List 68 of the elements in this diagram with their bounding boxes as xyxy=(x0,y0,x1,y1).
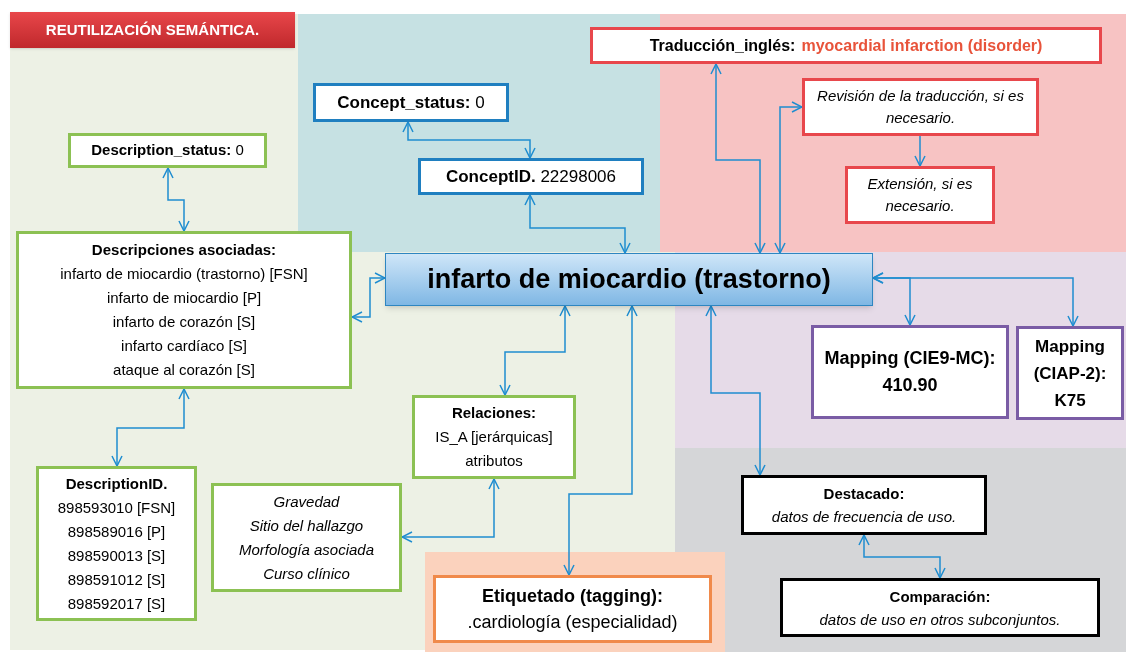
connector-arrow xyxy=(351,272,386,323)
text-box xyxy=(418,158,644,195)
connector-arrow xyxy=(705,305,766,476)
connector-arrow xyxy=(914,135,926,167)
box-text: Concept_status: 0 xyxy=(337,91,485,114)
connector-arrow xyxy=(774,101,803,254)
box-text: Etiquetado (tagging): xyxy=(482,585,663,608)
box-text: ataque al corazón [S] xyxy=(113,360,255,380)
box-text: Gravedad xyxy=(273,491,340,512)
connector-arrow xyxy=(858,534,946,579)
box-text: myocardial infarction (disorder) xyxy=(801,35,1043,56)
text-box xyxy=(433,575,712,643)
box-text: infarto cardíaco [S] xyxy=(121,336,247,356)
box-text: Curso clínico xyxy=(263,563,350,584)
connector-arrow xyxy=(710,63,766,254)
box-text: atributos xyxy=(465,451,523,471)
connector-arrow xyxy=(162,167,190,232)
connector-arrow xyxy=(524,194,631,254)
box-text: infarto de miocardio [P] xyxy=(106,288,262,308)
box-text: Morfología asociada xyxy=(238,539,375,560)
box-text: 898589016 [P] xyxy=(67,521,166,542)
box-text: Destacado: xyxy=(823,484,905,504)
box-text: .cardiología (especialidad) xyxy=(467,611,678,634)
box-text: 898591012 [S] xyxy=(67,569,166,590)
box-text: Comparación: xyxy=(889,586,991,607)
box-text: K75 xyxy=(1054,389,1086,412)
box-text: 898590013 [S] xyxy=(67,545,166,566)
box-text: IS_A [jerárquicas] xyxy=(435,427,553,447)
box-text: Mapping (CIAP-2): xyxy=(1032,335,1108,385)
text-box xyxy=(1016,326,1124,420)
box-text: infarto de miocardio (trastorno) xyxy=(427,263,831,297)
box-text: 898593010 [FSN] xyxy=(57,497,176,518)
connector-arrow xyxy=(499,305,571,396)
box-text: DescriptionID. xyxy=(65,473,168,494)
box-text: 898592017 [S] xyxy=(67,593,166,614)
box-text: infarto de miocardio (trastorno) [FSN] xyxy=(60,264,308,284)
box-text: infarto de corazón [S] xyxy=(112,312,256,332)
box-text: Descripciones asociadas: xyxy=(91,240,277,260)
box-text: datos de uso en otros subconjuntos. xyxy=(819,609,1061,630)
text-box xyxy=(385,253,873,306)
connector-arrow xyxy=(872,272,1079,327)
box-text: ConceptID. 22298006 xyxy=(445,165,617,188)
text-box xyxy=(780,578,1100,637)
box-text: Sitio del hallazgo xyxy=(249,515,364,536)
text-box xyxy=(845,166,995,224)
text-box xyxy=(68,133,267,168)
text-box xyxy=(16,231,352,389)
text-box xyxy=(211,483,402,592)
box-text: Extensión, si es necesario. xyxy=(866,173,974,216)
box-text: datos de frecuencia de uso. xyxy=(771,507,957,527)
box-text: Relaciones: xyxy=(451,403,537,423)
text-box xyxy=(811,325,1009,419)
text-box xyxy=(36,466,197,621)
box-text: Description_status: 0 xyxy=(91,140,244,161)
text-box xyxy=(741,475,987,535)
box-text: Traducción_inglés: xyxy=(649,35,796,56)
text-box xyxy=(590,27,1102,64)
title-banner: REUTILIZACIÓN SEMÁNTICA. xyxy=(10,12,295,48)
text-box xyxy=(802,78,1039,136)
box-text: Mapping (CIE9-MC): xyxy=(824,347,996,370)
box-text: 410.90 xyxy=(882,374,938,397)
text-box xyxy=(313,83,509,122)
connector-arrow xyxy=(401,478,500,543)
connector-arrow xyxy=(111,388,190,467)
text-box xyxy=(412,395,576,479)
connector-arrow xyxy=(563,305,638,576)
connector-arrow xyxy=(402,121,536,159)
box-text: Revisión de la traducción, si es necesario. xyxy=(816,85,1025,128)
